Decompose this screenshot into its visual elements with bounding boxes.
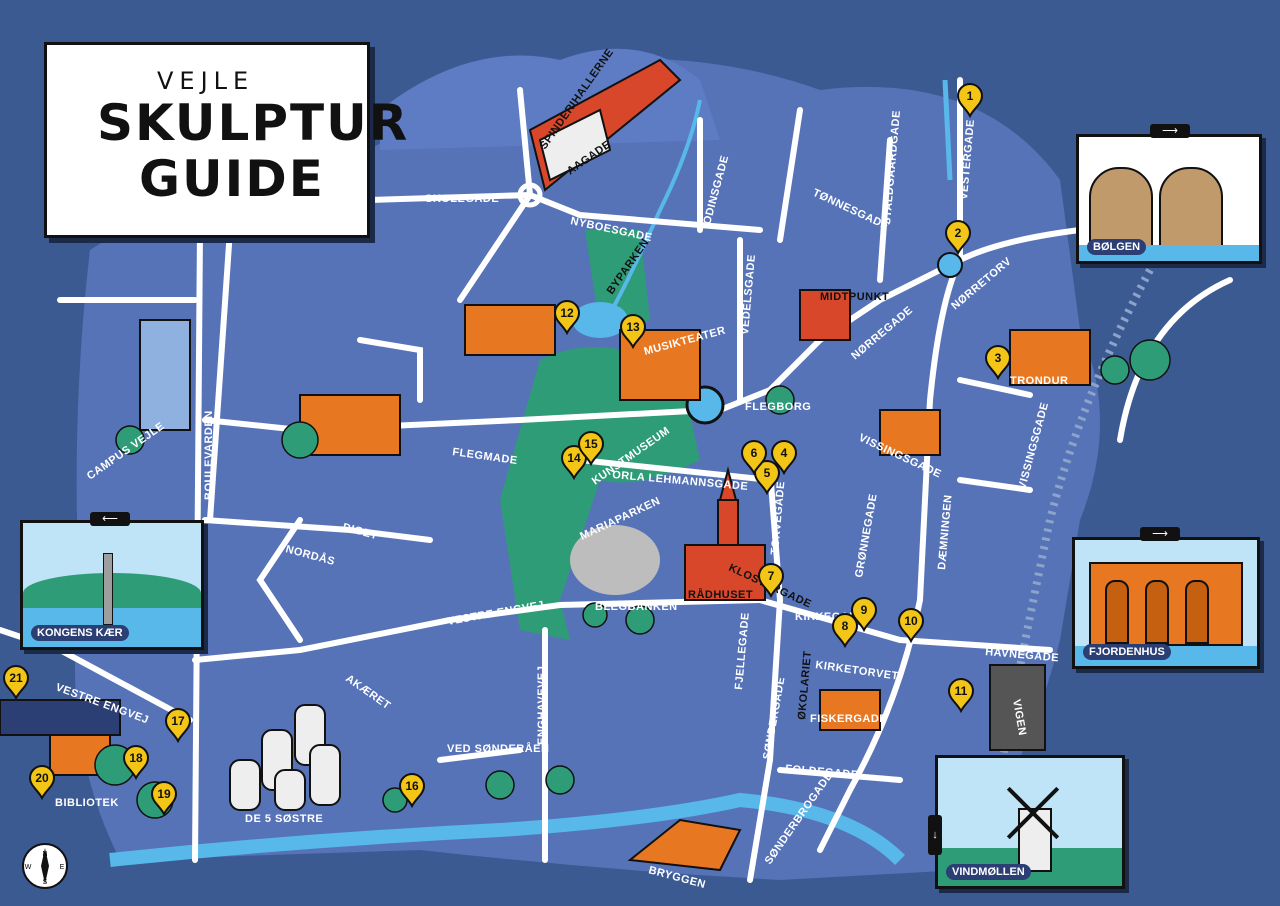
label-enghavevej: ENGHAVEVEJ (536, 666, 548, 745)
compass-s: S (43, 879, 48, 886)
pin-number: 13 (626, 320, 640, 334)
pin-3[interactable]: 3 (984, 345, 1012, 381)
pin-12[interactable]: 12 (553, 300, 581, 336)
label-bibliotek: BIBLIOTEK (55, 797, 119, 809)
pin-19[interactable]: 19 (150, 781, 178, 817)
pin-number: 19 (157, 787, 171, 801)
pin-number: 11 (955, 684, 968, 698)
pin-5[interactable]: 5 (753, 460, 781, 496)
building-havnegade (989, 664, 1046, 751)
pin-number: 3 (995, 351, 1002, 365)
compass-e: E (60, 864, 65, 871)
pin-14[interactable]: 14 (560, 445, 588, 481)
pin-number: 8 (842, 619, 849, 633)
arrow-down-icon: ↓ (928, 815, 942, 855)
building-okolariet (819, 689, 881, 731)
building-bryggen (627, 818, 742, 872)
roads (0, 77, 1233, 883)
inset-vindmollen-label: VINDMØLLEN (946, 864, 1031, 880)
pin-number: 2 (955, 226, 962, 240)
pin-number: 16 (405, 779, 419, 793)
compass-n: N (42, 851, 47, 858)
pin-number: 1 (967, 89, 974, 103)
pin-1[interactable]: 1 (956, 83, 984, 119)
pin-9[interactable]: 9 (850, 597, 878, 633)
label-boulevarden: BOULEVARDEN (203, 410, 215, 500)
midtpunkt-building (799, 289, 851, 341)
compass: N S E W (22, 843, 68, 889)
pin-11[interactable]: 11 (947, 678, 975, 714)
pin-4[interactable]: 4 (770, 440, 798, 476)
building-campus (139, 319, 191, 431)
arrow-right-icon: ⟶ (1150, 124, 1190, 138)
inset-vindmollen[interactable]: VINDMØLLEN (935, 755, 1125, 889)
label-raadhuset: RÅDHUSET (688, 588, 753, 601)
title-card: VEJLE SKULPTUR GUIDE (44, 42, 407, 238)
pond (572, 302, 628, 338)
pin-number: 17 (171, 714, 185, 728)
pin-2[interactable]: 2 (944, 220, 972, 256)
stream-vestergade (942, 79, 953, 181)
pin-number: 12 (560, 306, 574, 320)
pin-number: 14 (567, 451, 581, 465)
pin-number: 15 (584, 437, 598, 451)
pin-16[interactable]: 16 (398, 773, 426, 809)
label-de-5-sostre: DE 5 SØSTRE (245, 813, 323, 825)
pin-number: 20 (35, 771, 49, 785)
spinderihallerne-building (528, 58, 682, 192)
roundabout-norretorv (937, 252, 963, 278)
arrow-left-icon: ⟵ (90, 512, 130, 526)
building-trondur (1009, 329, 1091, 386)
label-flegborg: FLEGBORG (745, 401, 811, 413)
title-line2: GUIDE (139, 150, 325, 208)
pin-17[interactable]: 17 (164, 708, 192, 744)
inset-kongens-kaer[interactable]: KONGENS KÆR (20, 520, 204, 650)
pin-number: 5 (764, 466, 771, 480)
label-trondur: TRONDUR (1010, 375, 1069, 387)
pin-10[interactable]: 10 (897, 608, 925, 644)
label-blegbanken: BLEGBANKEN (595, 601, 678, 613)
pin-number: 21 (9, 671, 23, 685)
pin-number: 4 (781, 446, 788, 460)
label-midtpunkt: MIDTPUNKT (820, 291, 889, 303)
river-south (109, 792, 905, 867)
pin-number: 10 (904, 614, 918, 628)
roundabout-skolegade (517, 182, 543, 208)
pin-21[interactable]: 21 (2, 665, 30, 701)
building-12 (464, 304, 556, 356)
pin-8[interactable]: 8 (831, 613, 859, 649)
pin-20[interactable]: 20 (28, 765, 56, 801)
inset-bolgen[interactable]: BØLGEN (1076, 134, 1262, 264)
building-bibliotek-glass (0, 699, 121, 736)
de-5-sostre-towers (229, 704, 341, 811)
pin-6[interactable]: 6 (740, 440, 768, 476)
mariaparken-area (570, 525, 660, 595)
inset-fjordenhus[interactable]: FJORDENHUS (1072, 537, 1260, 669)
label-fiskergade: FISKERGADE (810, 713, 887, 725)
title-city: VEJLE (157, 67, 255, 95)
compass-w: W (25, 864, 32, 871)
pin-number: 7 (768, 569, 775, 583)
building-vissingsgade (879, 409, 941, 456)
label-skolegade: SKOLEGADE (425, 193, 499, 205)
pin-13[interactable]: 13 (619, 314, 647, 350)
inset-fjordenhus-label: FJORDENHUS (1083, 644, 1171, 660)
pin-15[interactable]: 15 (577, 431, 605, 467)
label-ved-sonderaen: VED SØNDERÅEN (447, 742, 549, 755)
pin-number: 6 (751, 446, 758, 460)
inset-bolgen-label: BØLGEN (1087, 239, 1147, 255)
pin-7[interactable]: 7 (757, 563, 785, 599)
inset-kongens-kaer-label: KONGENS KÆR (31, 625, 129, 641)
pin-number: 18 (129, 751, 143, 765)
title-line1: SKULPTUR (97, 94, 410, 152)
pin-18[interactable]: 18 (122, 745, 150, 781)
arrow-right-icon: ⟶ (1140, 527, 1180, 541)
pin-number: 9 (861, 603, 868, 617)
